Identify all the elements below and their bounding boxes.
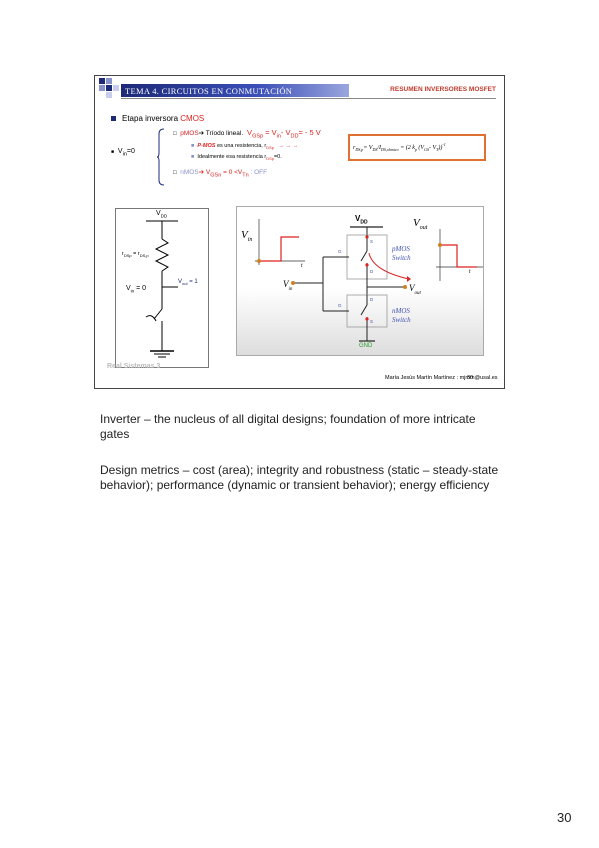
- t-axis-label-2: t: [469, 269, 471, 275]
- gate-label-p: G: [338, 249, 342, 254]
- footer-author: María Jesús Martín Martínez : mjmm@usal.…: [385, 375, 498, 381]
- header-rule: [121, 98, 496, 99]
- t-axis-label-1: t: [301, 263, 303, 269]
- pmos-sub1: ■ P-MOS es una resistencia, rDSp → → →: [191, 143, 299, 151]
- rds-label: rDSp = rDS,p: [122, 251, 149, 259]
- vin-graph-label: Vin: [241, 229, 253, 244]
- vdd-label: VDD: [156, 210, 168, 219]
- drain-label-n: D: [370, 297, 374, 302]
- main-bullet: Etapa inversora CMOS: [111, 114, 204, 123]
- footer-logo-text: Real Sistemas 3: [107, 363, 161, 370]
- header-bar: [121, 84, 349, 97]
- formula-text: rDS,p= VDS/IDS,ohmico = (2 kp (VGS- VT))…: [353, 142, 446, 153]
- slide: TEMA 4. CIRCUITOS EN CONMUTACIÓN RESUMEN…: [94, 75, 505, 389]
- vout-node-label: Vout: [409, 283, 421, 296]
- pmos-line: □ pMOS➔ Tríodo lineal. VGSp = Vin- VDD= …: [173, 128, 321, 140]
- source-label-p: S: [370, 239, 374, 244]
- brace-icon: [157, 128, 165, 186]
- drain-label-p: D: [370, 269, 374, 274]
- footer-slide-number: 30: [467, 375, 474, 381]
- vout-graph-label: Vout: [413, 217, 428, 232]
- vout-label: Vout = 1: [178, 279, 198, 287]
- pmos-sub2: ■ Idealmente esa resistencia rDSp=0.: [191, 154, 282, 162]
- vdd-node-label: VDD: [355, 214, 368, 226]
- vin-label: Vin = 0: [126, 285, 147, 294]
- nmos-line: □ nMOS➔ VGSn = 0 <VTn : OFF: [173, 169, 268, 179]
- notes-paragraph-1: Inverter – the nucleus of all digital de…: [100, 412, 476, 441]
- slide-title: TEMA 4. CIRCUITOS EN CONMUTACIÓN: [125, 86, 293, 96]
- switch-model-figure: VDD rDSp = rDS,p Vout = 1 Vin = 0: [115, 208, 209, 368]
- notes-paragraph-2: Design metrics – cost (area); integrity …: [100, 463, 499, 492]
- gate-label-n: G: [338, 303, 342, 308]
- vin-node-label: Vin: [283, 279, 293, 292]
- header-squares: [99, 78, 119, 98]
- page-number: 30: [557, 810, 572, 825]
- square-bullet-icon: [111, 116, 116, 122]
- cmos-switch-diagram: [255, 219, 483, 342]
- slide-section: RESUMEN INVERSORES MOSFET: [390, 86, 496, 93]
- formula-box: rDS,p= VDS/IDS,ohmico = (2 kp (VGS- VT))…: [348, 134, 486, 161]
- vin-condition: ■ Vin=0: [111, 148, 135, 158]
- switch-model-diagram: [145, 220, 178, 358]
- source-label-n: S: [370, 319, 374, 324]
- gnd-label: GND: [359, 343, 373, 349]
